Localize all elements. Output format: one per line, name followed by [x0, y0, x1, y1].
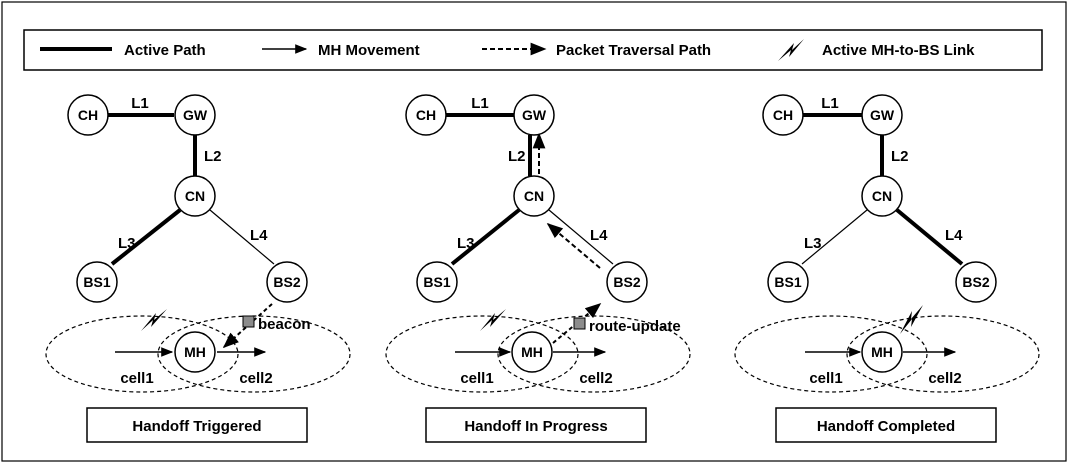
- legend-active-link-icon: [778, 39, 804, 61]
- link-l2-label: L2: [204, 148, 222, 165]
- node-mh: [861, 331, 903, 373]
- node-bs2-label: BS2: [613, 274, 640, 290]
- node-bs1-label: BS1: [423, 274, 450, 290]
- link-l2-label: L2: [508, 148, 526, 165]
- cell1-ellipse: [45, 315, 239, 393]
- link-l4-label: L4: [590, 227, 608, 244]
- link-l3: [110, 208, 182, 266]
- legend-active-link-label: Active MH-to-BS Link: [822, 42, 975, 59]
- node-gw-label: GW: [183, 107, 208, 123]
- panel-caption-box: [86, 407, 308, 443]
- node-bs1: [416, 261, 458, 303]
- node-bs1: [76, 261, 118, 303]
- link-l4-label: L4: [250, 227, 268, 244]
- beacon-label: beacon: [258, 316, 311, 333]
- link-l1-label: L1: [471, 95, 489, 112]
- node-ch-label: CH: [78, 107, 98, 123]
- node-bs2-label: BS2: [273, 274, 300, 290]
- node-ch-label: CH: [416, 107, 436, 123]
- node-bs2: [606, 261, 648, 303]
- link-l3-label: L3: [804, 235, 822, 252]
- link-l4-label: L4: [945, 227, 963, 244]
- panel-caption: Handoff Triggered: [132, 418, 261, 435]
- link-l3-label: L3: [457, 235, 475, 252]
- node-gw-label: GW: [870, 107, 895, 123]
- node-bs1-label: BS1: [83, 274, 110, 290]
- cell2-label: cell2: [579, 370, 612, 387]
- node-cn: [174, 175, 216, 217]
- node-mh-label: MH: [871, 344, 893, 360]
- panel-caption-box: [775, 407, 997, 443]
- node-gw: [513, 94, 555, 136]
- cell2-label: cell2: [239, 370, 272, 387]
- link-l4: [548, 209, 614, 265]
- active-link-icon: [900, 305, 923, 334]
- panel-caption: Handoff In Progress: [464, 418, 607, 435]
- link-l1-label: L1: [131, 95, 149, 112]
- node-ch: [405, 94, 447, 136]
- node-mh-label: MH: [184, 344, 206, 360]
- node-mh: [511, 331, 553, 373]
- route-update-path-l4: [546, 222, 601, 269]
- node-cn: [861, 175, 903, 217]
- legend-mh-movement-label: MH Movement: [318, 42, 420, 59]
- cell1-label: cell1: [460, 370, 493, 387]
- beacon-arrow: [222, 303, 273, 349]
- node-bs1-label: BS1: [774, 274, 801, 290]
- node-mh: [174, 331, 216, 373]
- link-l2-label: L2: [891, 148, 909, 165]
- cell1-label: cell1: [120, 370, 153, 387]
- panel-caption-box: [425, 407, 647, 443]
- cell2-ellipse: [497, 315, 691, 393]
- cell2-label: cell2: [928, 370, 961, 387]
- node-cn-label: CN: [185, 188, 205, 204]
- active-link-icon: [480, 309, 506, 331]
- link-l4: [895, 208, 964, 266]
- route-update-packet-icon: [573, 317, 586, 330]
- node-bs2: [266, 261, 308, 303]
- cell1-ellipse: [385, 315, 579, 393]
- node-ch-label: CH: [773, 107, 793, 123]
- legend-active-path-label: Active Path: [124, 42, 206, 59]
- cell1-ellipse: [734, 315, 928, 393]
- node-bs2-label: BS2: [962, 274, 989, 290]
- panel-handoff-in-progress: L1 L2 L3 L4 cell1 cell2 route-update CH …: [385, 94, 691, 443]
- node-bs1: [767, 261, 809, 303]
- node-mh-label: MH: [521, 344, 543, 360]
- node-gw: [861, 94, 903, 136]
- link-l3: [801, 209, 868, 265]
- node-gw: [174, 94, 216, 136]
- node-cn: [513, 175, 555, 217]
- route-update-label: route-update: [589, 318, 681, 335]
- node-ch: [762, 94, 804, 136]
- cell2-ellipse: [846, 315, 1040, 393]
- panel-handoff-completed: L1 L2 L3 L4 cell1 cell2 CH GW CN BS1 BS2…: [734, 94, 1040, 443]
- panel-caption: Handoff Completed: [817, 418, 955, 435]
- node-cn-label: CN: [872, 188, 892, 204]
- link-l4: [209, 209, 275, 265]
- node-bs2: [955, 261, 997, 303]
- link-l3-label: L3: [118, 235, 136, 252]
- node-gw-label: GW: [522, 107, 547, 123]
- panel-handoff-triggered: L1 L2 L3 L4 cell1 cell2 beacon CH GW CN …: [45, 94, 351, 443]
- node-cn-label: CN: [524, 188, 544, 204]
- link-l3: [450, 208, 521, 266]
- node-ch: [67, 94, 109, 136]
- legend-packet-path-label: Packet Traversal Path: [556, 42, 711, 59]
- legend: Active Path MH Movement Packet Traversal…: [23, 29, 1043, 71]
- cell1-label: cell1: [809, 370, 842, 387]
- active-link-icon: [141, 309, 167, 331]
- beacon-packet-icon: [242, 315, 255, 328]
- link-l1-label: L1: [821, 95, 839, 112]
